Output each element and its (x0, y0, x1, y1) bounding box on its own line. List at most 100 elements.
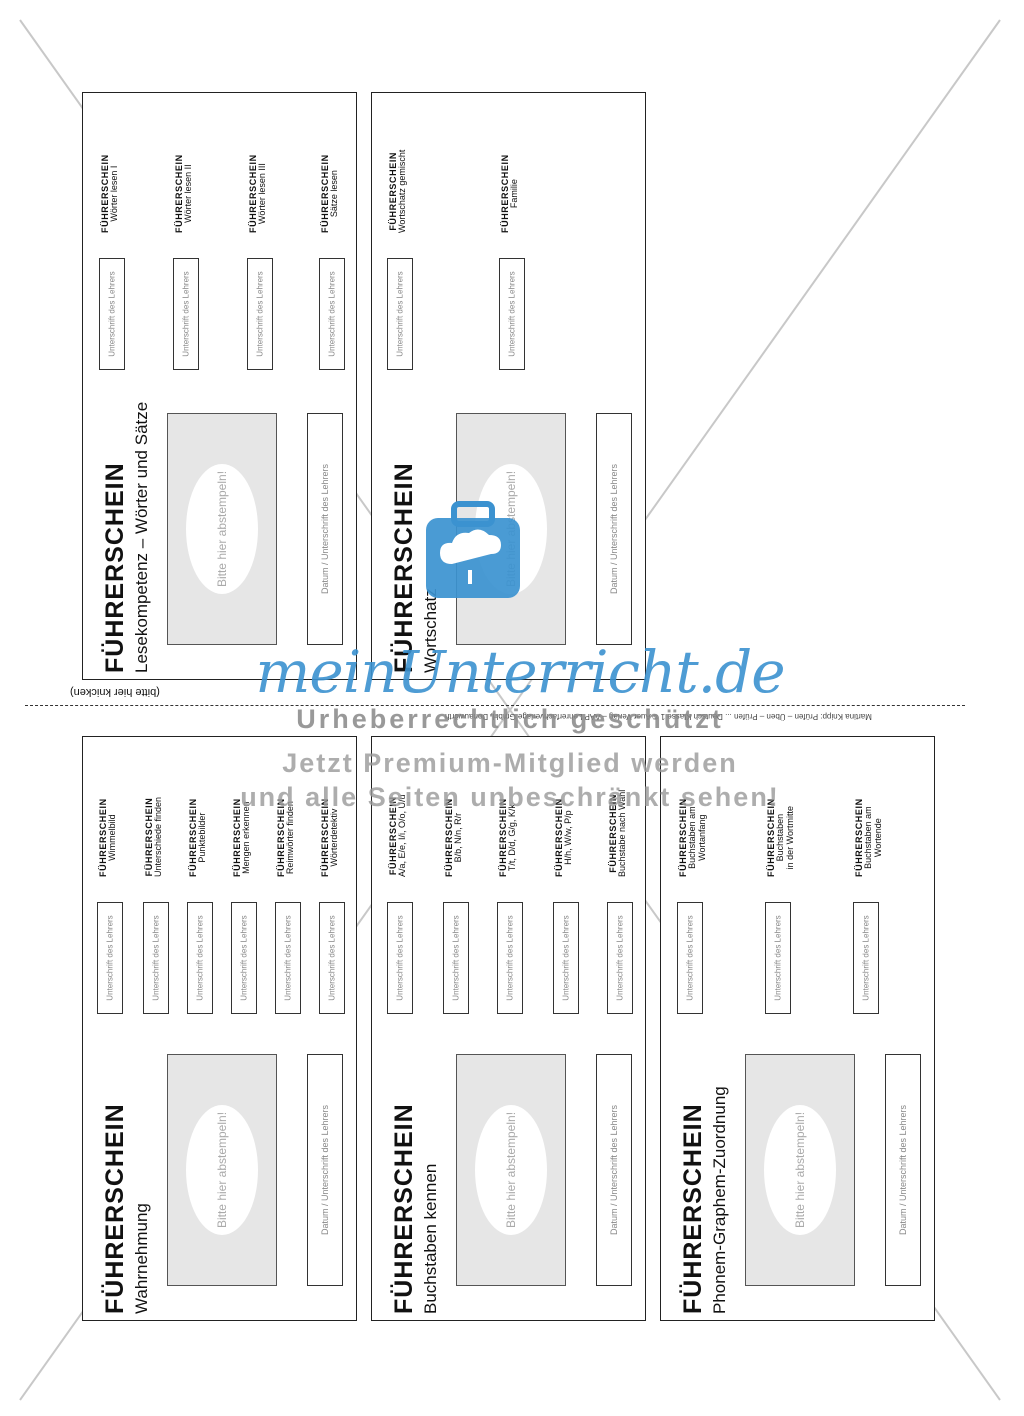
teacher-signature-label: Unterschrift des Lehrers (451, 915, 461, 1001)
teacher-signature-label: Unterschrift des Lehrers (105, 915, 115, 1001)
card-title: FÜHRERSCHEIN (679, 1103, 707, 1314)
teacher-signature-label: Unterschrift des Lehrers (395, 915, 405, 1001)
teacher-signature-label: Unterschrift des Lehrers (195, 915, 205, 1001)
card-subtitle: Buchstaben kennen (421, 1163, 440, 1314)
teacher-signature-label: Unterschrift des Lehrers (283, 915, 293, 1001)
teacher-signature-label: Unterschrift des Lehrers (239, 915, 249, 1001)
date-signature-box[interactable]: Datum / Unterschrift des Lehrers (307, 413, 343, 645)
teacher-signature-box[interactable]: Unterschrift des Lehrers (497, 902, 523, 1014)
sub-license-label: Wörter lesen II (183, 164, 194, 223)
date-signature-label: Datum / Unterschrift des Lehrers (609, 463, 619, 595)
sub-license-label: T/t, D/d, G/g, K/k (507, 804, 518, 872)
teacher-signature-box[interactable]: Unterschrift des Lehrers (853, 902, 879, 1014)
teacher-signature-box[interactable]: Unterschrift des Lehrers (231, 902, 257, 1014)
date-signature-box[interactable]: Datum / Unterschrift des Lehrers (885, 1054, 921, 1286)
sub-license-label: Familie (509, 179, 520, 209)
stamp-label: Bitte hier abstempeln! (215, 470, 229, 588)
date-signature-box[interactable]: Datum / Unterschrift des Lehrers (596, 1054, 632, 1286)
teacher-signature-box[interactable]: Unterschrift des Lehrers (765, 902, 791, 1014)
date-signature-label: Datum / Unterschrift des Lehrers (609, 1104, 619, 1236)
card-subtitle: Lesekompetenz – Wörter und Sätze (132, 401, 151, 673)
teacher-signature-label: Unterschrift des Lehrers (773, 915, 783, 1001)
teacher-signature-label: Unterschrift des Lehrers (107, 271, 117, 357)
stamp-label: Bitte hier abstempeln! (504, 470, 518, 588)
teacher-signature-label: Unterschrift des Lehrers (181, 271, 191, 357)
teacher-signature-label: Unterschrift des Lehrers (615, 915, 625, 1001)
date-signature-label: Datum / Unterschrift des Lehrers (898, 1104, 908, 1236)
teacher-signature-box[interactable]: Unterschrift des Lehrers (319, 902, 345, 1014)
card-title: FÜHRERSCHEIN (101, 462, 129, 673)
teacher-signature-box[interactable]: Unterschrift des Lehrers (99, 258, 125, 370)
stamp-area: Bitte hier abstempeln! (456, 1054, 566, 1286)
sub-license-label: Unterschiede finden (153, 796, 164, 877)
sub-license-label: Punktebilder (197, 812, 208, 863)
teacher-signature-label: Unterschrift des Lehrers (861, 915, 871, 1001)
teacher-signature-box[interactable]: Unterschrift des Lehrers (143, 902, 169, 1014)
card-title: FÜHRERSCHEIN (101, 1103, 129, 1314)
stamp-label: Bitte hier abstempeln! (793, 1111, 807, 1229)
teacher-signature-box[interactable]: Unterschrift des Lehrers (443, 902, 469, 1014)
sub-license-label: H/h, W/w, P/p (563, 810, 574, 865)
teacher-signature-box[interactable]: Unterschrift des Lehrers (187, 902, 213, 1014)
teacher-signature-box[interactable]: Unterschrift des Lehrers (499, 258, 525, 370)
sub-license-label: in der Wortmitte (785, 805, 796, 870)
teacher-signature-box[interactable]: Unterschrift des Lehrers (247, 258, 273, 370)
teacher-signature-box[interactable]: Unterschrift des Lehrers (387, 902, 413, 1014)
fold-line (25, 705, 965, 706)
teacher-signature-box[interactable]: Unterschrift des Lehrers (319, 258, 345, 370)
teacher-signature-box[interactable]: Unterschrift des Lehrers (553, 902, 579, 1014)
teacher-signature-label: Unterschrift des Lehrers (505, 915, 515, 1001)
sub-license-label: B/b, N/n, R/r (453, 812, 464, 863)
teacher-signature-label: Unterschrift des Lehrers (395, 271, 405, 357)
teacher-signature-box[interactable]: Unterschrift des Lehrers (387, 258, 413, 370)
teacher-signature-label: Unterschrift des Lehrers (561, 915, 571, 1001)
card-title: FÜHRERSCHEIN (390, 462, 418, 673)
teacher-signature-box[interactable]: Unterschrift des Lehrers (97, 902, 123, 1014)
teacher-signature-label: Unterschrift des Lehrers (151, 915, 161, 1001)
sub-license-label: Reimwörter finden (285, 801, 296, 875)
stamp-label: Bitte hier abstempeln! (215, 1111, 229, 1229)
teacher-signature-box[interactable]: Unterschrift des Lehrers (275, 902, 301, 1014)
stamp-label: Bitte hier abstempeln! (504, 1111, 518, 1229)
date-signature-label: Datum / Unterschrift des Lehrers (320, 463, 330, 595)
stamp-area: Bitte hier abstempeln! (745, 1054, 855, 1286)
teacher-signature-box[interactable]: Unterschrift des Lehrers (173, 258, 199, 370)
sub-license-label: Sätze lesen (329, 170, 340, 218)
stamp-area: Bitte hier abstempeln! (167, 1054, 277, 1286)
sub-license-label: Wörter lesen I (109, 165, 120, 222)
sub-license-label: A/a, E/e, I/i, O/o, U/u (397, 794, 408, 877)
stamp-area: Bitte hier abstempeln! (456, 413, 566, 645)
date-signature-box[interactable]: Datum / Unterschrift des Lehrers (596, 413, 632, 645)
teacher-signature-label: Unterschrift des Lehrers (327, 271, 337, 357)
sub-license-label: Wörter lesen III (257, 163, 268, 225)
card-subtitle: Wahrnehmung (132, 1203, 151, 1314)
teacher-signature-box[interactable]: Unterschrift des Lehrers (607, 902, 633, 1014)
sub-license-label: Wörterdetektiv (329, 808, 340, 867)
date-signature-box[interactable]: Datum / Unterschrift des Lehrers (307, 1054, 343, 1286)
card-title: FÜHRERSCHEIN (390, 1103, 418, 1314)
sub-license-label: Wortanfang (697, 814, 708, 861)
teacher-signature-box[interactable]: Unterschrift des Lehrers (677, 902, 703, 1014)
stamp-area: Bitte hier abstempeln! (167, 413, 277, 645)
